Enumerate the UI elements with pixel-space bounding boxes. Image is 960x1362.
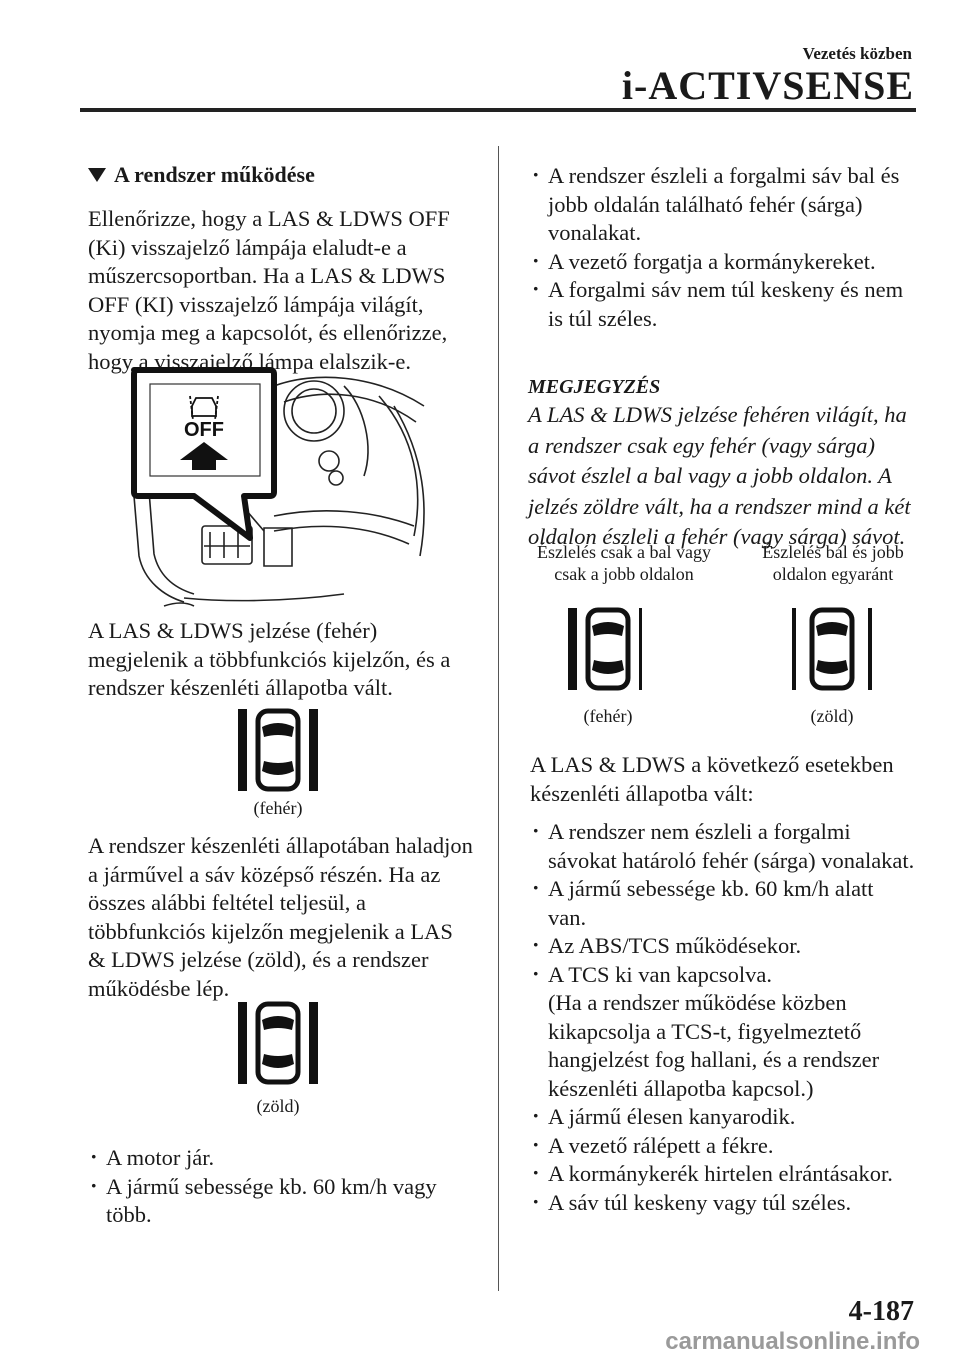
text-line: műszercsoportban. Ha a LAS & LDWS bbox=[88, 263, 446, 288]
text-line: A TCS ki van kapcsolva. bbox=[548, 961, 772, 987]
text-line: van. bbox=[548, 904, 587, 930]
text-line: kikapcsolja a TCS-t, figyelmeztető bbox=[548, 1018, 862, 1044]
triangle-bullet-icon bbox=[88, 168, 106, 182]
text-line: A jármű sebessége kb. 60 km/h vagy bbox=[106, 1173, 437, 1199]
text-line: rendszer készenléti állapotba vált. bbox=[88, 675, 393, 700]
right-top-bullet-list: A rendszer észleli a forgalmi sáv bal és… bbox=[530, 161, 930, 333]
one-side-detection-icon bbox=[568, 607, 642, 691]
figure-title-one-side: Észlelés csak a bal vagy csak a jobb old… bbox=[522, 541, 726, 585]
text-line: & LDWS jelzése (zöld), és a rendszer bbox=[88, 947, 429, 972]
list-item: A rendszer nem észleli a forgalmi sávoka… bbox=[530, 817, 940, 875]
text-line: Az ABS/TCS működésekor. bbox=[548, 933, 802, 958]
text-line: jelzés zöldre vált, ha a rendszer mind a… bbox=[528, 493, 911, 519]
text-line: A rendszer készenléti állapotában haladj… bbox=[88, 833, 473, 858]
list-item: A vezető rálépett a fékre. bbox=[530, 1131, 940, 1161]
text-line: A LAS & LDWS jelzése fehéren világít, ha bbox=[528, 402, 907, 427]
list-item: Az ABS/TCS működésekor. bbox=[530, 931, 940, 961]
list-item: A TCS ki van kapcsolva. (Ha a rendszer m… bbox=[530, 960, 940, 1104]
page-number: 4-187 bbox=[848, 1296, 914, 1327]
text-line: oldalon észleli a fehér (vagy sárga) sáv… bbox=[528, 524, 906, 549]
text-line: OFF (KI) visszajelző lámpája világít, bbox=[88, 291, 424, 317]
note-body: A LAS & LDWS jelzése fehéren világít, ha… bbox=[528, 400, 948, 553]
section-heading: A rendszer működése bbox=[88, 162, 315, 188]
text-line: hangjelzést fog hallani, és a rendszer bbox=[548, 1047, 880, 1072]
list-item: A rendszer észleli a forgalmi sáv bal és… bbox=[530, 161, 930, 248]
figure-title-both-sides: Észlelés bal és jobb oldalon egyaránt bbox=[740, 541, 926, 585]
las-ldws-white-icon bbox=[238, 708, 318, 792]
operation-paragraph: A rendszer készenléti állapotában haladj… bbox=[88, 832, 498, 1003]
intro-paragraph: Ellenőrizze, hogy a LAS & LDWS OFF (Ki) … bbox=[88, 205, 488, 376]
text-line: készenléti állapotba vált: bbox=[530, 780, 754, 806]
list-item: A motor jár. bbox=[88, 1143, 488, 1173]
list-item: A jármű sebessége kb. 60 km/h vagy több. bbox=[88, 1172, 488, 1230]
text-line: A jármű sebessége kb. 60 km/h alatt bbox=[548, 876, 874, 901]
text-line: nyomja meg a kapcsolót, és ellenőrizze, bbox=[88, 320, 448, 345]
las-ldws-green-icon bbox=[238, 1001, 318, 1085]
text-line: A kormánykerék hirtelen elrántásakor. bbox=[548, 1161, 893, 1186]
chapter-label: Vezetés közben bbox=[802, 44, 912, 63]
list-item: A forgalmi sáv nem túl keskeny és nem is… bbox=[530, 275, 930, 333]
text-line: is túl széles. bbox=[548, 305, 658, 331]
header-rule bbox=[80, 108, 916, 112]
text-line: A LAS & LDWS jelzése (fehér) bbox=[88, 618, 378, 643]
text-line: többfunkciós kijelzőn megjelenik a LAS bbox=[88, 918, 453, 944]
page-title: i-ACTIVSENSE bbox=[621, 63, 914, 108]
list-item: A jármű élesen kanyarodik. bbox=[530, 1102, 940, 1132]
text-line: összes alábbi feltétel teljesül, a bbox=[88, 890, 367, 915]
text-line: A rendszer észleli a forgalmi sáv bal és bbox=[548, 163, 900, 188]
text-line: sávot észlel a bal vagy a jobb oldalon. … bbox=[528, 463, 892, 488]
standby-paragraph: A LAS & LDWS a következő esetekben késze… bbox=[530, 751, 930, 808]
figure-caption-white: (fehér) bbox=[583, 706, 633, 726]
text-line: Ellenőrizze, hogy a LAS & LDWS OFF bbox=[88, 206, 450, 231]
display-paragraph: A LAS & LDWS jelzése (fehér) megjelenik … bbox=[88, 617, 488, 703]
text-line: megjelenik a többfunkciós kijelzőn, és a bbox=[88, 646, 451, 672]
left-bullet-list: A motor jár. A jármű sebessége kb. 60 km… bbox=[88, 1143, 488, 1230]
section-heading-text: A rendszer működése bbox=[114, 162, 315, 187]
list-item: A kormánykerék hirtelen elrántásakor. bbox=[530, 1159, 940, 1189]
switch-off-label: OFF bbox=[184, 419, 224, 441]
text-line: a rendszer csak egy fehér (vagy sárga) bbox=[528, 432, 875, 458]
column-divider bbox=[498, 146, 499, 1291]
list-item: A sáv túl keskeny vagy túl széles. bbox=[530, 1188, 940, 1218]
text-line: csak a jobb oldalon bbox=[554, 564, 694, 584]
text-line: A jármű élesen kanyarodik. bbox=[548, 1104, 796, 1129]
list-item: A vezető forgatja a kormánykereket. bbox=[530, 247, 930, 277]
watermark: carmanualsonline.info bbox=[665, 1328, 920, 1355]
note-heading: MEGJEGYZÉS bbox=[528, 376, 661, 398]
text-line: A vezető rálépett a fékre. bbox=[548, 1132, 774, 1158]
icon-caption-white: (fehér) bbox=[253, 798, 303, 818]
icon-caption-green: (zöld) bbox=[256, 1096, 300, 1116]
right-bottom-bullet-list: A rendszer nem észleli a forgalmi sávoka… bbox=[530, 817, 940, 1218]
text-line: működésbe lép. bbox=[88, 975, 230, 1001]
text-line: több. bbox=[106, 1202, 152, 1227]
figure-caption-green: (zöld) bbox=[810, 706, 854, 726]
text-line: (Ki) visszajelző lámpája elaludt-e a bbox=[88, 234, 407, 260]
text-line: (Ha a rendszer működése közben bbox=[548, 990, 847, 1015]
text-line: sávokat határoló fehér (sárga) vonalakat… bbox=[548, 847, 915, 873]
text-line: A rendszer nem észleli a forgalmi bbox=[548, 819, 851, 844]
dashboard-switch-illustration: OFF bbox=[131, 367, 425, 607]
text-line: A motor jár. bbox=[106, 1145, 215, 1170]
text-line: A sáv túl keskeny vagy túl széles. bbox=[548, 1189, 852, 1215]
text-line: A vezető forgatja a kormánykereket. bbox=[548, 248, 876, 274]
text-line: a járművel a sáv középső részén. Ha az bbox=[88, 861, 441, 887]
text-line: Észlelés csak a bal vagy bbox=[537, 542, 711, 562]
text-line: A forgalmi sáv nem túl keskeny és nem bbox=[548, 277, 904, 302]
text-line: vonalakat. bbox=[548, 220, 642, 245]
text-line: jobb oldalán található fehér (sárga) bbox=[548, 191, 863, 217]
both-sides-detection-icon bbox=[792, 607, 872, 691]
text-line: Észlelés bal és jobb bbox=[762, 542, 904, 562]
text-line: készenléti állapotba kapcsol.) bbox=[548, 1075, 814, 1101]
text-line: oldalon egyaránt bbox=[772, 564, 894, 584]
list-item: A jármű sebessége kb. 60 km/h alatt van. bbox=[530, 874, 940, 932]
text-line: A LAS & LDWS a következő esetekben bbox=[530, 752, 894, 777]
